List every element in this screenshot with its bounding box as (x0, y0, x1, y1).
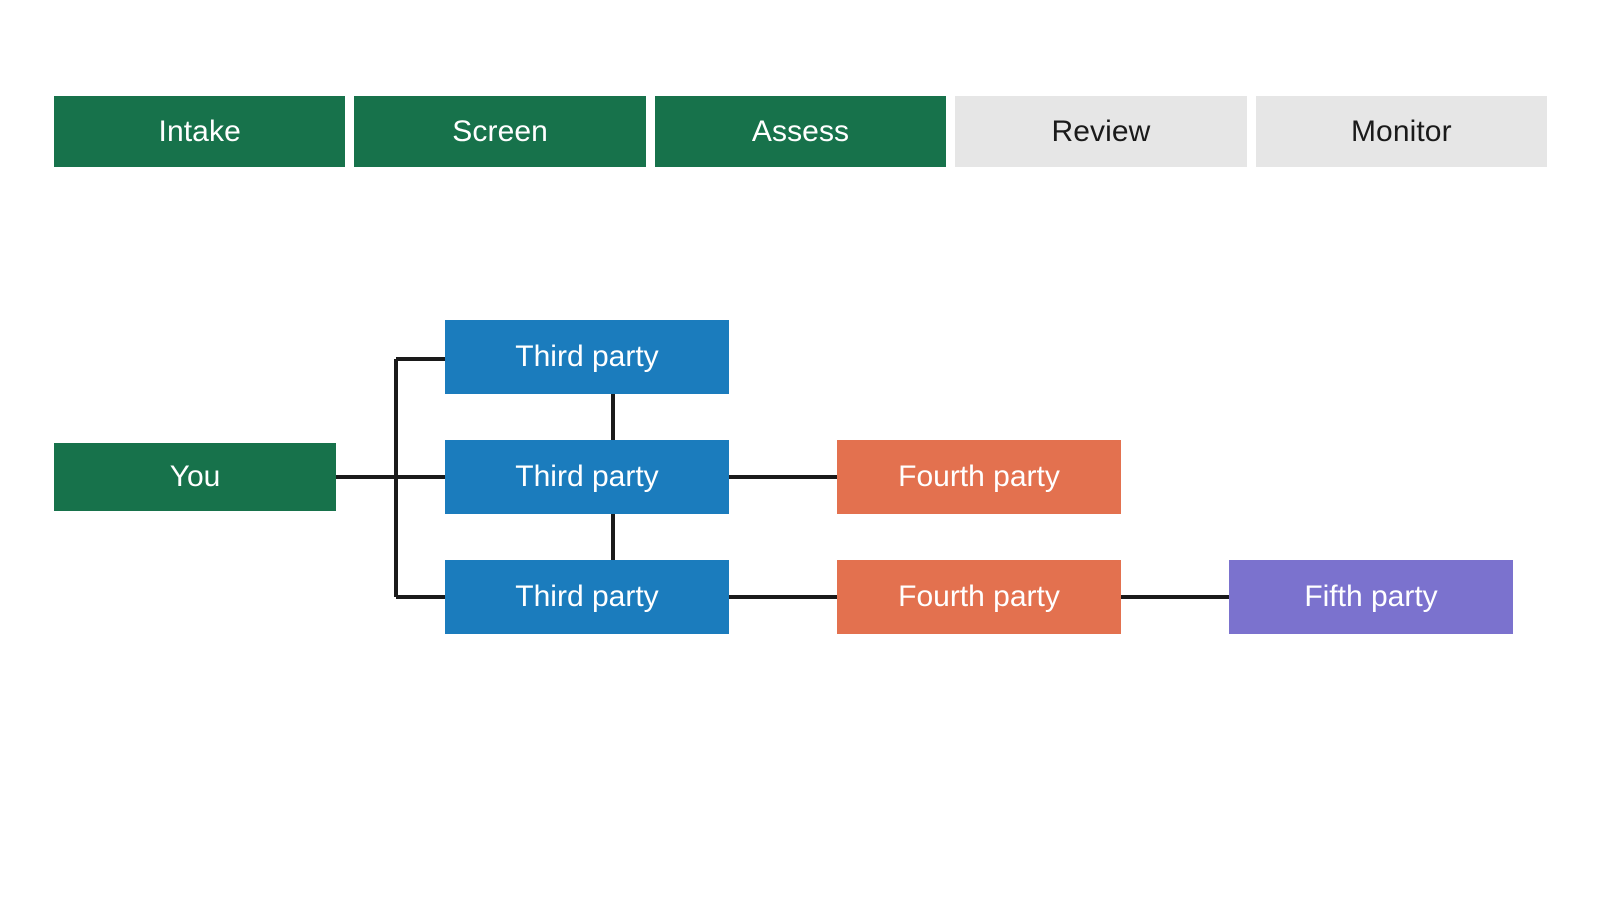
stage-label-screen: Screen (452, 114, 548, 148)
node-label-fourth-party-1: Fourth party (898, 460, 1060, 493)
stage-label-monitor: Monitor (1350, 114, 1452, 148)
node-fourth-party-1[interactable]: Fourth party (837, 440, 1121, 514)
stage-label-review: Review (1051, 114, 1151, 148)
stage-label-assess: Assess (751, 114, 850, 148)
node-label-third-party-3: Third party (515, 580, 659, 613)
stage-label-intake: Intake (158, 114, 241, 148)
stage-chip-assess[interactable]: Assess (654, 96, 947, 167)
node-label-fourth-party-2: Fourth party (898, 580, 1060, 613)
node-you[interactable]: You (54, 443, 336, 511)
node-third-party-3[interactable]: Third party (445, 560, 729, 634)
node-fourth-party-2[interactable]: Fourth party (837, 560, 1121, 634)
stage-chip-screen[interactable]: Screen (354, 96, 646, 167)
node-third-party-2[interactable]: Third party (445, 440, 729, 514)
node-fifth-party-1[interactable]: Fifth party (1229, 560, 1513, 634)
stage-chip-review[interactable]: Review (955, 96, 1247, 167)
node-third-party-1[interactable]: Third party (445, 320, 729, 394)
node-label-third-party-1: Third party (515, 340, 659, 373)
stage-chip-intake[interactable]: Intake (54, 96, 346, 167)
lifecycle-stage-bar: Intake Screen Assess Review Monitor (54, 96, 1548, 167)
node-label-you: You (169, 460, 221, 493)
node-label-third-party-2: Third party (515, 460, 659, 493)
stage-chip-monitor[interactable]: Monitor (1255, 96, 1548, 167)
node-label-fifth-party-1: Fifth party (1304, 580, 1438, 613)
